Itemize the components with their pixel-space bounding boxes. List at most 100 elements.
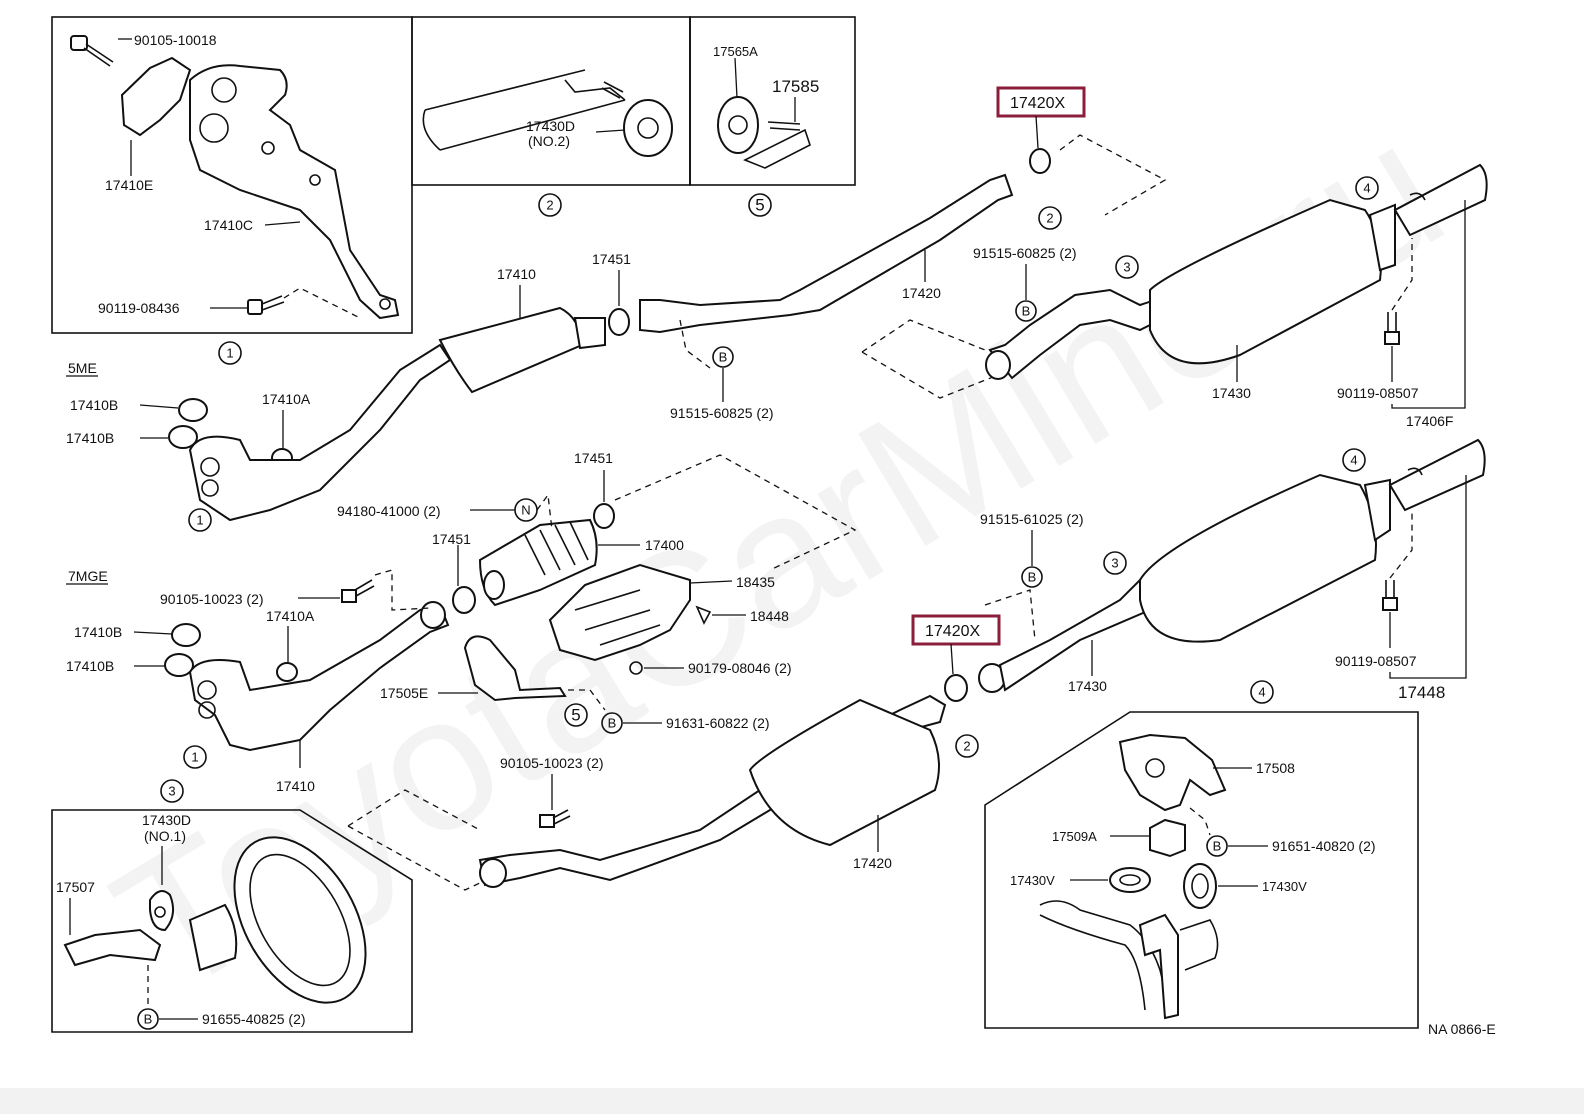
label-91515-61025: 91515-61025 (2) bbox=[980, 511, 1084, 527]
label-17451-lower-mid: 17451 bbox=[432, 531, 471, 547]
label-94180-41000: 94180-41000 (2) bbox=[337, 503, 441, 519]
ref-circle-box4: 4 bbox=[1250, 680, 1274, 704]
label-90119-08436: 90119-08436 bbox=[98, 300, 180, 316]
ref-b-lower-1: B bbox=[601, 712, 623, 734]
label-90119-08507-lower: 90119-08507 bbox=[1335, 653, 1417, 669]
label-17410B-upper-b: 17410B bbox=[66, 430, 114, 446]
svg-text:B: B bbox=[1213, 839, 1222, 854]
ref-circle-upper-1: 1 bbox=[188, 508, 212, 532]
svg-text:B: B bbox=[608, 716, 617, 731]
svg-text:3: 3 bbox=[1111, 556, 1118, 571]
label-17410B-lower-b: 17410B bbox=[66, 658, 114, 674]
inset-box-5: 17565A 17585 bbox=[689, 16, 856, 186]
muffler-lower bbox=[1139, 473, 1377, 643]
label-90105-10023-lower-b: 90105-10023 (2) bbox=[500, 755, 604, 771]
insulator-icon bbox=[717, 96, 759, 154]
label-17507: 17507 bbox=[56, 879, 95, 895]
svg-text:2: 2 bbox=[1046, 211, 1053, 226]
label-17400: 17400 bbox=[645, 537, 684, 553]
bracket-icon bbox=[63, 928, 162, 967]
label-17410A-upper: 17410A bbox=[262, 391, 311, 407]
label-17410B-upper-a: 17410B bbox=[70, 397, 118, 413]
svg-text:5: 5 bbox=[571, 706, 580, 725]
center-muffler-lower bbox=[748, 698, 940, 847]
diagram-code: NA 0866-E bbox=[1428, 1021, 1496, 1037]
ref-circle-box2: 2 bbox=[538, 193, 562, 217]
rubber-hanger-icon bbox=[149, 890, 175, 932]
ref-b-upper-1: B bbox=[712, 346, 734, 368]
label-17430-lower: 17430 bbox=[1068, 678, 1107, 694]
label-17430-upper: 17430 bbox=[1212, 385, 1251, 401]
exhaust-parts-diagram: ToyotaCarMine.ru 90105-10018 17410E 1741… bbox=[51, 16, 1496, 1037]
ref-circle-lower-1: 1 bbox=[183, 745, 207, 769]
ref-b-box3: B bbox=[137, 1008, 159, 1030]
bolt-icon bbox=[341, 579, 375, 603]
label-17410A-lower: 17410A bbox=[266, 608, 315, 624]
ref-circle-upper-2: 2 bbox=[1038, 206, 1062, 230]
bracket-17505E bbox=[463, 635, 567, 702]
label-90179-08046: 90179-08046 (2) bbox=[688, 660, 792, 676]
svg-text:B: B bbox=[1028, 570, 1037, 585]
center-pipe-upper bbox=[639, 173, 1014, 334]
label-17585: 17585 bbox=[772, 77, 819, 96]
svg-text:1: 1 bbox=[191, 750, 198, 765]
label-91515-60825-upper-2: 91515-60825 (2) bbox=[973, 245, 1077, 261]
ref-circle-box1: 1 bbox=[218, 341, 242, 365]
gasket-icon bbox=[120, 56, 192, 137]
highlight-17420X-upper[interactable]: 17420X bbox=[996, 86, 1086, 118]
svg-text:4: 4 bbox=[1258, 685, 1265, 700]
ref-circle-box5: 5 bbox=[748, 193, 772, 217]
ref-circle-upper-4: 4 bbox=[1355, 176, 1379, 200]
tail-pipe-lower bbox=[998, 578, 1157, 692]
inset-box-3: 17430D (NO.1) 17507 B 91655-40825 (2) bbox=[51, 809, 413, 1033]
label-17565A: 17565A bbox=[713, 44, 758, 59]
svg-text:B: B bbox=[1022, 304, 1031, 319]
label-17410E: 17410E bbox=[105, 177, 153, 193]
front-pipe-lower bbox=[188, 603, 450, 752]
label-17448: 17448 bbox=[1398, 683, 1445, 702]
svg-text:3: 3 bbox=[168, 784, 175, 799]
bolt-icon bbox=[1384, 312, 1400, 345]
engine-label-5ME: 5ME bbox=[68, 360, 97, 376]
ring-icon bbox=[1183, 863, 1217, 909]
cushion-icon bbox=[1149, 818, 1186, 858]
manifold-flange-icon bbox=[189, 64, 400, 320]
ref-b-lower-2: B bbox=[1021, 566, 1043, 588]
ring-icon bbox=[1109, 867, 1151, 893]
highlight-17420X-lower[interactable]: 17420X bbox=[911, 614, 1001, 646]
svg-text:17420X: 17420X bbox=[925, 623, 980, 640]
label-17410C: 17410C bbox=[204, 217, 253, 233]
svg-text:3: 3 bbox=[1123, 260, 1130, 275]
label-90105-10023-lower-a: 90105-10023 (2) bbox=[160, 591, 264, 607]
label-18448: 18448 bbox=[750, 608, 789, 624]
label-90119-08507-upper: 90119-08507 bbox=[1337, 385, 1419, 401]
inset-box-4: 17508 17509A B 91651-40820 (2) 17430V 17… bbox=[984, 711, 1419, 1029]
svg-text:2: 2 bbox=[546, 198, 553, 213]
engine-label-7MGE: 7MGE bbox=[68, 568, 108, 584]
label-91651-40820: 91651-40820 (2) bbox=[1272, 838, 1376, 854]
small-bolt-icon bbox=[247, 295, 285, 315]
svg-text:1: 1 bbox=[226, 346, 233, 361]
bolt-icon bbox=[1382, 580, 1398, 611]
ref-b-box4: B bbox=[1206, 835, 1228, 857]
svg-text:B: B bbox=[144, 1012, 153, 1027]
label-17505E: 17505E bbox=[380, 685, 428, 701]
svg-text:2: 2 bbox=[963, 739, 970, 754]
heat-insulator bbox=[548, 563, 691, 662]
label-17451-upper: 17451 bbox=[592, 251, 631, 267]
ref-circle-lower-2: 2 bbox=[955, 734, 979, 758]
svg-text:B: B bbox=[719, 350, 728, 365]
bracket-17508-icon bbox=[1118, 733, 1227, 812]
label-17451-lower-top: 17451 bbox=[574, 450, 613, 466]
svg-text:4: 4 bbox=[1363, 181, 1370, 196]
label-17406F: 17406F bbox=[1406, 413, 1453, 429]
ref-b-upper-2: B bbox=[1015, 300, 1037, 322]
inset-box-2: 17430D (NO.2) bbox=[411, 16, 691, 186]
gasket-ring-icon bbox=[1029, 148, 1051, 174]
label-90105-10018: 90105-10018 bbox=[134, 32, 217, 48]
gasket-ring-icon bbox=[944, 674, 968, 702]
label-17430V-right: 17430V bbox=[1262, 879, 1307, 894]
svg-text:17420X: 17420X bbox=[1010, 95, 1065, 112]
label-91631-60822: 91631-60822 (2) bbox=[666, 715, 770, 731]
ref-circle-upper-3: 3 bbox=[1115, 255, 1139, 279]
